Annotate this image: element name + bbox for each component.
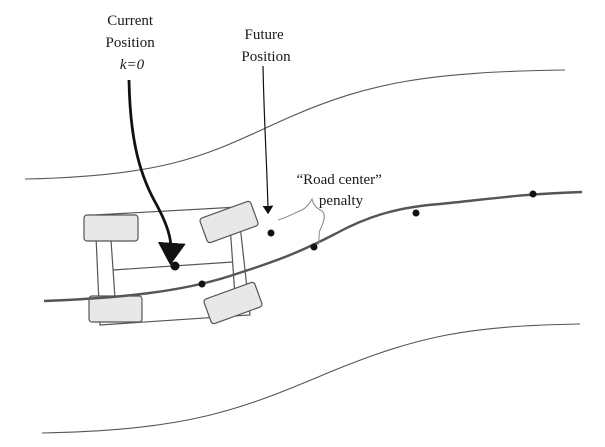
penalty-label: “Road center” penalty: [296, 172, 385, 209]
wheel-rear-left-icon: [83, 214, 139, 242]
vehicle-rear-axle: [110, 239, 116, 299]
wheel-front-left-icon: [199, 200, 259, 244]
center-line-point: [310, 243, 318, 251]
current-position-label: Current Position k=0: [106, 13, 159, 73]
future-position-label: Future Position: [241, 27, 291, 65]
wheel-front-right-icon: [203, 281, 263, 325]
current-position-arrow: [127, 79, 186, 266]
center-line-point: [529, 190, 537, 198]
wheel-rear-right-icon: [88, 295, 143, 323]
future-position-arrow: [262, 65, 274, 215]
trajectory-point: [198, 280, 206, 288]
road-center-line: [43, 190, 583, 303]
penalty-brace-icon: [277, 197, 325, 246]
road-upper-edge: [24, 69, 566, 180]
current-position-point: [170, 261, 180, 271]
vehicle-chassis: [94, 206, 251, 326]
road-lower-edge: [41, 323, 581, 434]
vehicle: [83, 200, 263, 326]
center-line-point: [412, 209, 420, 217]
future-position-point: [267, 229, 275, 237]
